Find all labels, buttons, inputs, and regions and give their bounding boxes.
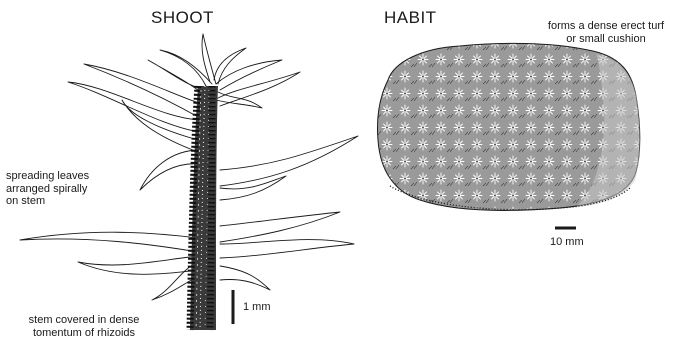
habit-annotation-line: forms a dense erect turf	[536, 20, 676, 33]
stem-annotation: stem covered in dense tomentum of rhizoi…	[4, 314, 164, 339]
stem-annotation-line: tomentum of rhizoids	[4, 327, 164, 340]
habit-annotation-line: or small cushion	[536, 33, 676, 46]
shoot-heading: SHOOT	[151, 8, 214, 28]
leaf	[220, 176, 286, 200]
leaf	[202, 34, 216, 84]
leaf	[220, 240, 354, 258]
leaf	[220, 136, 358, 186]
leaf	[216, 92, 262, 108]
leaves-annotation: spreading leaves arranged spirally on st…	[6, 170, 126, 208]
stem	[190, 86, 218, 330]
habit-scale-label: 10 mm	[550, 236, 584, 248]
leaves-annotation-line: on stem	[6, 195, 126, 208]
shoot-leaves	[20, 34, 358, 300]
leaf	[218, 72, 300, 106]
leaves-annotation-line: arranged spirally	[6, 183, 126, 196]
leaves-annotation-line: spreading leaves	[6, 170, 126, 183]
habit-annotation: forms a dense erect turf or small cushio…	[536, 20, 676, 45]
leaf	[20, 232, 198, 252]
leaf	[84, 64, 202, 118]
stem-annotation-line: stem covered in dense	[4, 314, 164, 327]
leaf	[122, 100, 198, 152]
leaf	[220, 266, 270, 290]
leaf	[216, 60, 282, 90]
shoot-scale-label: 1 mm	[243, 301, 271, 313]
habit-heading: HABIT	[384, 8, 437, 28]
habit-illustration	[360, 0, 677, 343]
shoot-panel: SHOOT spreading leaves arranged spirally…	[0, 0, 360, 343]
habit-panel: HABIT forms a dense erect turf or small …	[360, 0, 677, 343]
leaf	[160, 50, 212, 86]
leaf	[78, 256, 198, 274]
leaf	[220, 212, 340, 242]
